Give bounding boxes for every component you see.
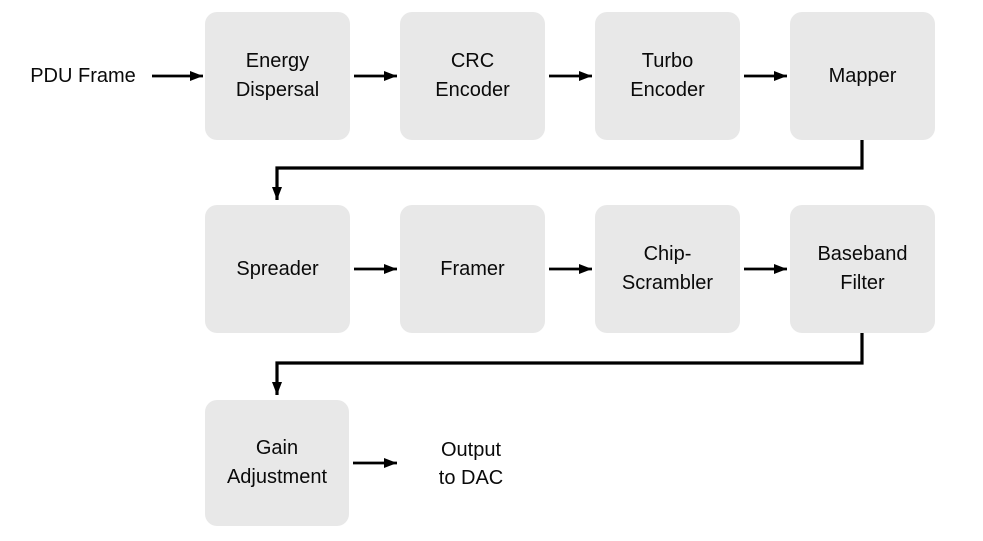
block-baseband-filter: Baseband Filter xyxy=(790,205,935,333)
sink-label: Output to DAC xyxy=(438,439,504,489)
block-spreader: Spreader xyxy=(205,205,350,333)
source-label: PDU Frame xyxy=(30,65,136,87)
connector-baseband-to-gain xyxy=(272,333,864,395)
block-energy-dispersal: Energy Dispersal xyxy=(205,12,350,140)
block-framer: Framer xyxy=(400,205,545,333)
block-chip-scrambler: Chip- Scrambler xyxy=(595,205,740,333)
block-turbo-encoder: Turbo Encoder xyxy=(595,12,740,140)
connector-mapper-to-spreader xyxy=(272,140,864,200)
block-mapper: Mapper xyxy=(790,12,935,140)
block-crc-encoder: CRC Encoder xyxy=(400,12,545,140)
block-gain-adjustment: Gain Adjustment xyxy=(205,400,349,526)
